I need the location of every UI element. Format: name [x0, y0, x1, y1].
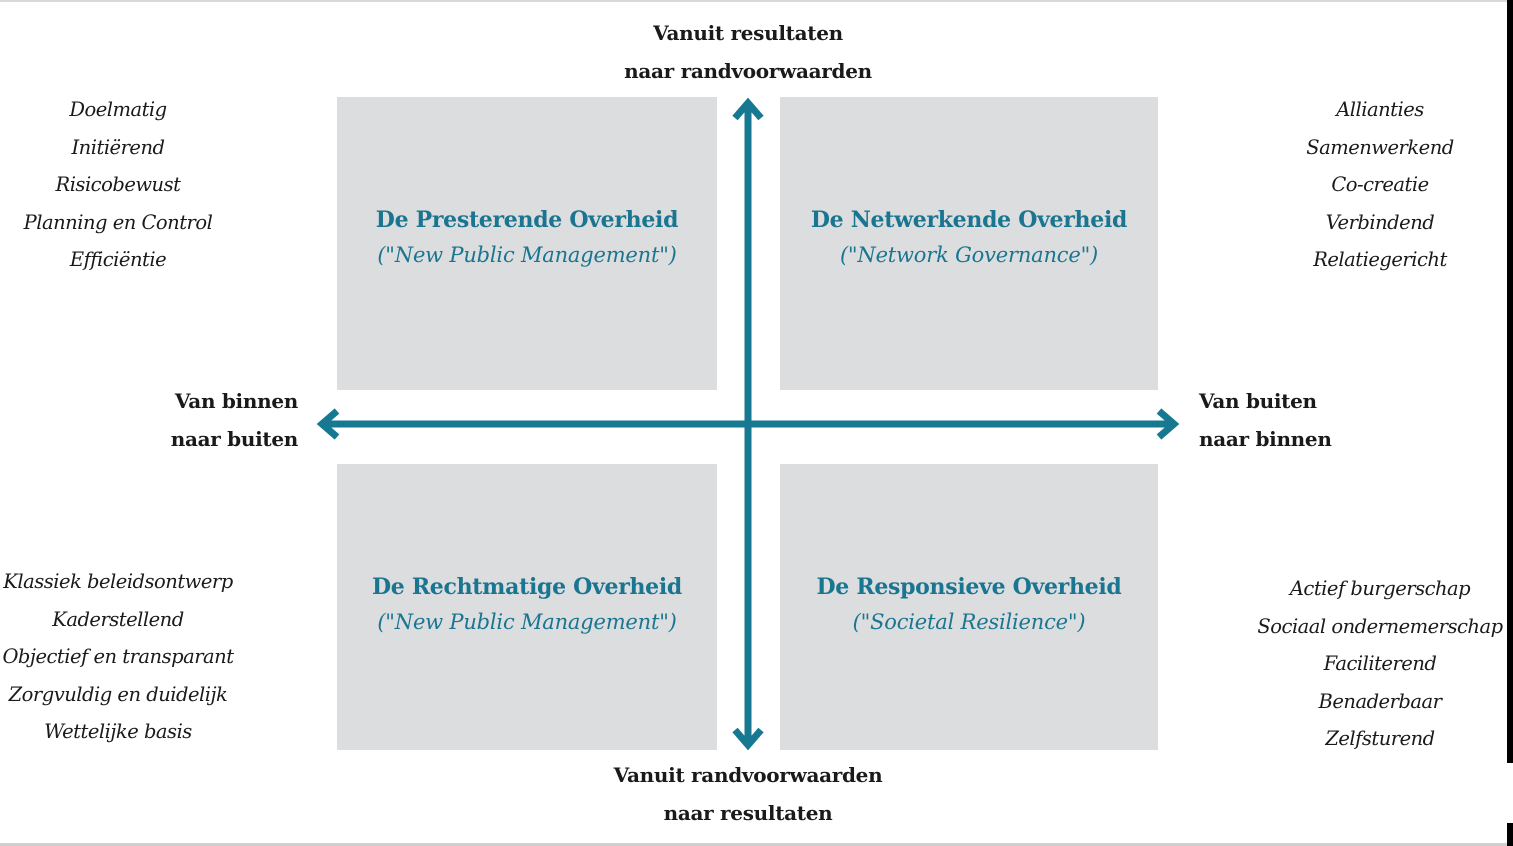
keyword: Allianties [1336, 98, 1424, 121]
keyword: Relatiegericht [1313, 248, 1447, 271]
keyword: Co-creatie [1331, 173, 1429, 196]
keyword: Faciliterend [1323, 652, 1437, 675]
keyword: Verbindend [1325, 210, 1435, 234]
axis-label-line: Van binnen [174, 389, 298, 413]
axis-label-line: Van buiten [1199, 389, 1317, 413]
quadrant-bottom-left: De Rechtmatige Overheid ("New Public Man… [337, 464, 717, 750]
keyword: Initiërend [71, 135, 165, 159]
quadrant-subtitle: ("New Public Management") [377, 243, 677, 267]
arrow-up-icon [732, 97, 764, 121]
keyword: Doelmatig [69, 98, 167, 121]
keyword: Risicobewust [55, 173, 181, 196]
axis-label-line: Vanuit randvoorwaarden [613, 763, 883, 787]
keyword: Benaderbaar [1318, 689, 1442, 713]
keyword: Actief burgerschap [1289, 577, 1471, 600]
axis-label-line: naar buiten [170, 427, 299, 451]
quadrant-title: De Responsieve Overheid [816, 574, 1122, 600]
arrow-down-icon [732, 727, 764, 751]
keyword: Efficiëntie [69, 248, 167, 271]
keyword: Sociaal ondernemerschap [1257, 614, 1503, 638]
keyword: Planning en Control [23, 210, 213, 234]
right-edge-bar [1507, 0, 1513, 763]
keyword: Zorgvuldig en duidelijk [8, 682, 228, 706]
quadrant-top-right: De Netwerkende Overheid ("Network Govern… [780, 97, 1158, 390]
keyword-list-top-left: Doelmatig Initiërend Risicobewust Planni… [0, 91, 236, 279]
quadrant-title: De Rechtmatige Overheid [371, 574, 683, 600]
quadrant-title: De Netwerkende Overheid [810, 207, 1128, 233]
keyword-list-top-right: Allianties Samenwerkend Co-creatie Verbi… [1256, 91, 1504, 279]
axis-label-right: Van buiten naar binnen [1199, 382, 1399, 458]
quadrant-subtitle: ("Societal Resilience") [852, 610, 1086, 634]
keyword: Samenwerkend [1306, 135, 1454, 159]
keyword: Objectief en transparant [2, 645, 234, 668]
axis-label-bottom: Vanuit randvoorwaarden naar resultaten [560, 756, 936, 832]
quadrant-subtitle: ("Network Governance") [839, 243, 1099, 267]
right-edge-bar-bottom [1507, 823, 1513, 846]
quadrant-subtitle: ("New Public Management") [377, 610, 677, 634]
keyword: Klassiek beleidsontwerp [3, 570, 233, 593]
quadrant-top-left: De Presterende Overheid ("New Public Man… [337, 97, 717, 390]
keyword: Wettelijke basis [44, 720, 192, 743]
keyword: Zelfsturend [1325, 727, 1435, 750]
top-rule [0, 0, 1507, 2]
bottom-rule [0, 843, 1507, 846]
axis-label-line: naar resultaten [663, 801, 833, 825]
axis-label-line: naar randvoorwaarden [624, 59, 872, 83]
quadrant-title: De Presterende Overheid [375, 207, 679, 233]
axis-label-line: naar binnen [1199, 427, 1332, 451]
keyword-list-bottom-right: Actief burgerschap Sociaal ondernemersch… [1256, 570, 1504, 758]
keyword: Kaderstellend [52, 607, 184, 631]
quadrant-bottom-right: De Responsieve Overheid ("Societal Resil… [780, 464, 1158, 750]
axis-label-line: Vanuit resultaten [653, 21, 843, 45]
axis-label-left: Van binnen naar buiten [110, 382, 299, 458]
axis-label-top: Vanuit resultaten naar randvoorwaarden [560, 14, 936, 90]
arrow-left-icon [316, 408, 340, 440]
keyword-list-bottom-left: Klassiek beleidsontwerp Kaderstellend Ob… [0, 563, 236, 751]
arrow-right-icon [1156, 408, 1180, 440]
